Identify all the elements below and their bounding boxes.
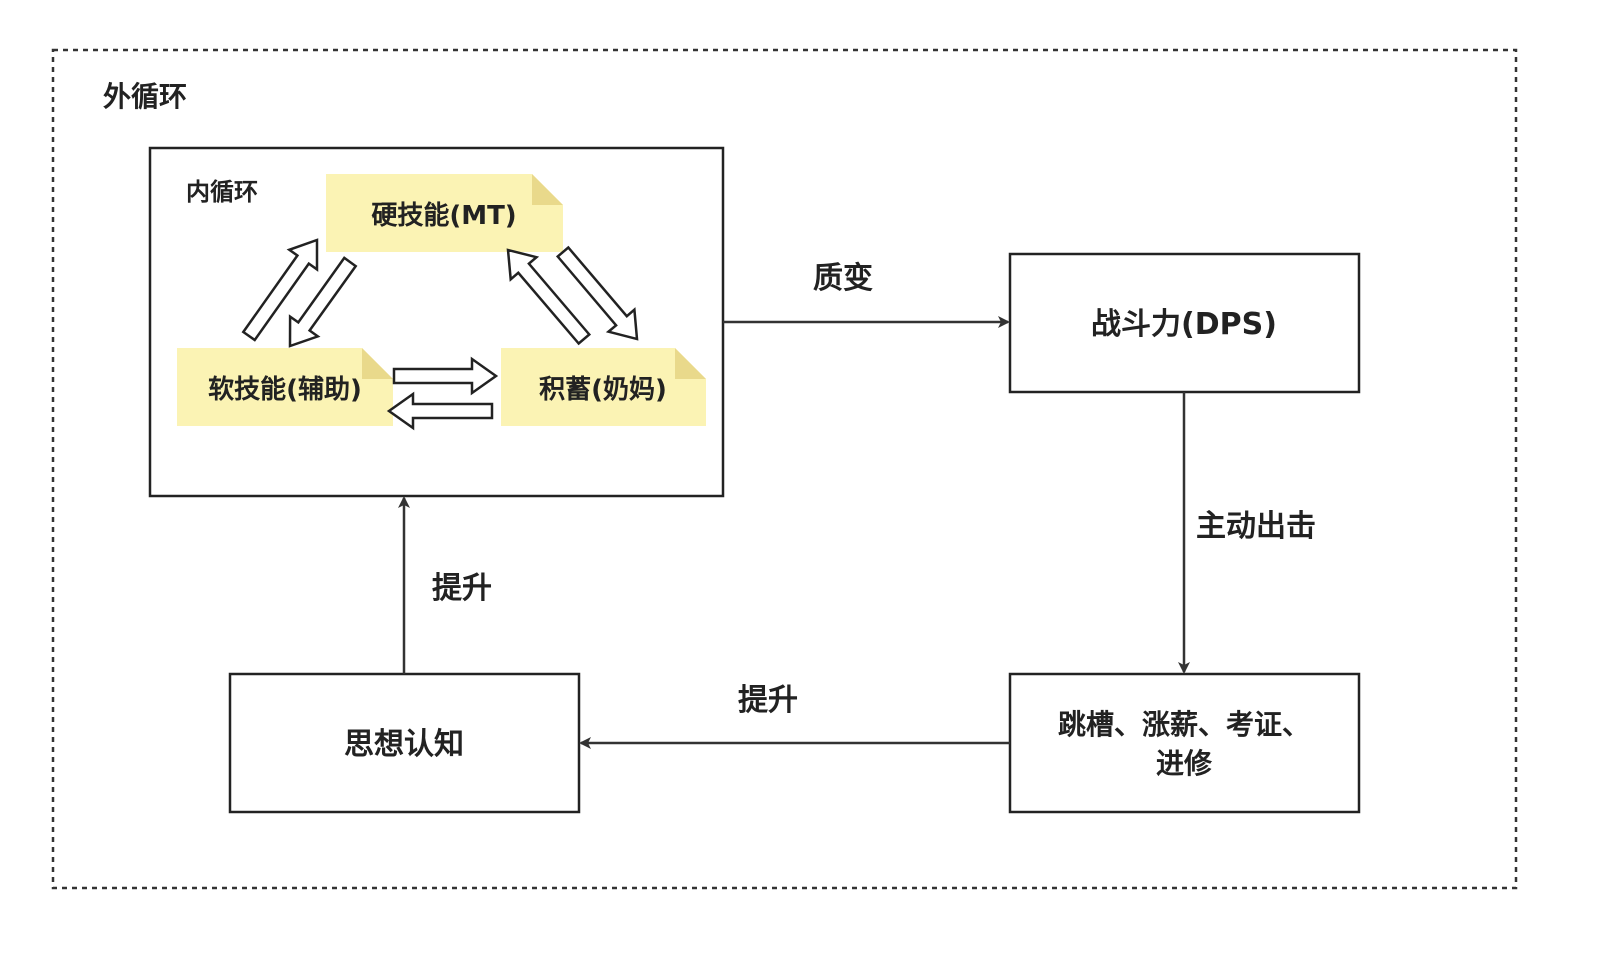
career-move-text-line1: 跳槽、涨薪、考证、 [1058, 708, 1310, 741]
inner-loop-label: 内循环 [186, 178, 258, 206]
block-arrow-soft-to-hard [241, 238, 319, 342]
career-move-text-line2: 进修 [1156, 747, 1213, 780]
block-arrow-hard-to-acc [555, 245, 639, 341]
block-arrow-hard-to-soft [288, 256, 358, 348]
note-accumulation: 积蓄(奶妈) [501, 348, 706, 426]
outer-loop-label: 外循环 [103, 80, 187, 113]
block-arrow-acc-to-hard [506, 248, 592, 346]
block-arrow-acc-to-soft [386, 391, 494, 431]
block-arrow-soft-to-acc [392, 356, 499, 396]
note-hard-skill-text: 硬技能(MT) [371, 200, 516, 231]
edge-label-improve-bottom: 提升 [738, 683, 798, 718]
combat-power-box [1008, 252, 1361, 394]
career-move-box [1008, 672, 1361, 814]
mindset-text: 思想认知 [344, 727, 464, 762]
combat-power-text: 战斗力(DPS) [1091, 307, 1277, 342]
outer-loop-container [51, 48, 1518, 890]
note-hard-skill: 硬技能(MT) [326, 174, 563, 252]
note-accumulation-text: 积蓄(奶妈) [539, 374, 667, 405]
note-soft-skill-text: 软技能(辅助) [208, 374, 362, 405]
note-soft-skill: 软技能(辅助) [177, 348, 393, 426]
edge-label-qualitative-change: 质变 [813, 261, 873, 296]
edge-label-take-initiative: 主动出击 [1196, 509, 1316, 544]
edge-label-improve-left: 提升 [432, 571, 492, 606]
inner-loop-arrows [241, 238, 639, 431]
